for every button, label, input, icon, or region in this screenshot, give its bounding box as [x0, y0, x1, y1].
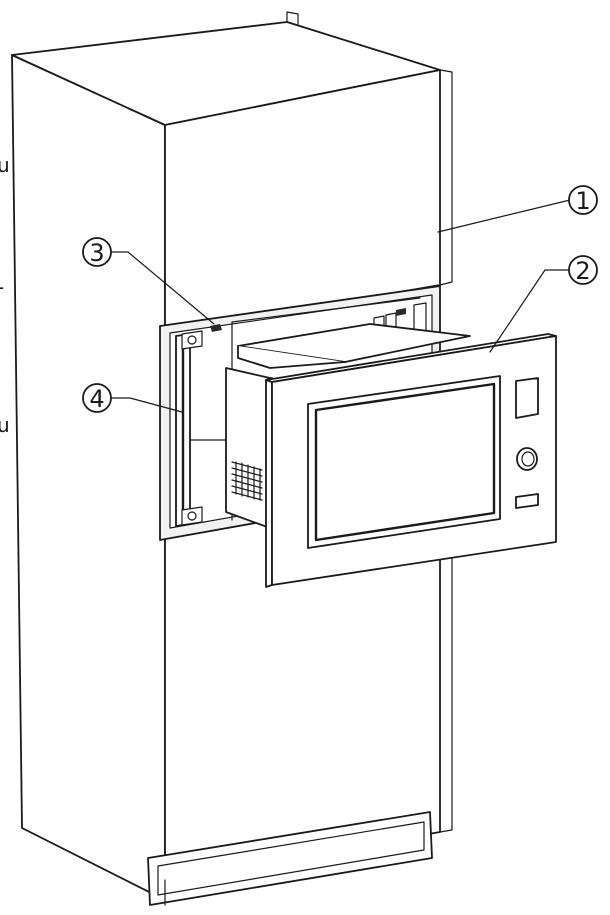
- trim-frame-rail: [175, 330, 203, 527]
- screw-top-right: [396, 308, 406, 316]
- cabinet-plinth-inner: [157, 821, 425, 896]
- callout-1: 1: [437, 185, 598, 233]
- cabinet-left-side: [11, 54, 166, 901]
- edge-mark-3: u: [0, 413, 10, 437]
- callout-3: 3: [82, 237, 215, 325]
- callout-4-label: 4: [89, 385, 104, 413]
- vent-grille: [231, 461, 263, 501]
- callout-1-circle: [568, 185, 598, 215]
- cabinet-upper-right-edge: [439, 69, 453, 286]
- control-display: [515, 377, 539, 419]
- opening-back-top: [231, 297, 421, 323]
- callout-1-leader: [437, 199, 571, 233]
- callout-2-label: 2: [575, 257, 590, 285]
- callout-1-label: 1: [575, 187, 590, 215]
- control-knob-inner: [521, 451, 535, 467]
- callout-3-circle: [82, 237, 112, 267]
- callout-4-leader: [110, 397, 183, 413]
- callout-3-label: 3: [89, 239, 104, 267]
- cabinet: [11, 11, 453, 906]
- microwave-top-edge: [237, 345, 346, 369]
- callout-4: 4: [82, 383, 183, 413]
- door-window-glass: [314, 382, 496, 542]
- callout-2-leader: [489, 269, 570, 353]
- door-release-button: [515, 493, 539, 509]
- cabinet-plinth: [147, 811, 433, 906]
- callout-2-circle: [568, 255, 598, 285]
- microwave-front: [265, 333, 557, 588]
- microwave-body: [225, 323, 471, 529]
- rail-bottom-screw: [187, 511, 197, 521]
- cabinet-back-lip: [286, 11, 299, 25]
- callout-2: 2: [489, 255, 598, 353]
- callout-3-leader: [110, 251, 215, 325]
- screw-top-left: [210, 324, 222, 332]
- rail-top-screw: [187, 335, 197, 345]
- callout-4-circle: [82, 383, 112, 413]
- microwave-left-side: [225, 367, 271, 529]
- edge-mark-2: -: [0, 275, 4, 299]
- edge-mark-1: u: [0, 153, 10, 177]
- microwave-top: [237, 323, 471, 363]
